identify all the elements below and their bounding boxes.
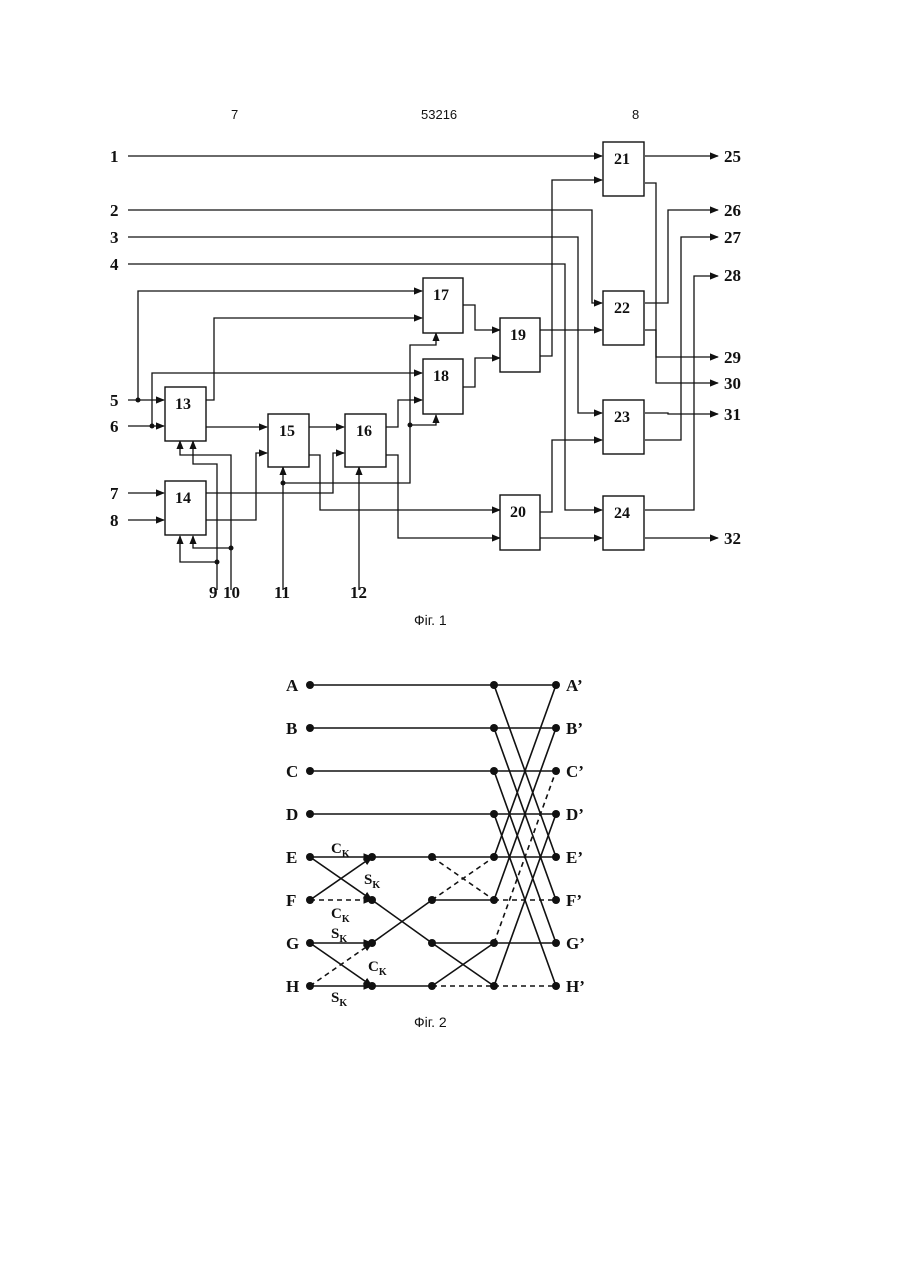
fig1-output-labels: 25 26 27 28 29 30 31 32 bbox=[724, 147, 742, 548]
output-32: 32 bbox=[724, 529, 741, 548]
figure-2: A B C D E F G H A’ B’ C’ D’ E’ F’ G’ H’ … bbox=[286, 676, 585, 1030]
right-page-number: 8 bbox=[632, 107, 639, 122]
output-30: 30 bbox=[724, 374, 741, 393]
input-6: 6 bbox=[110, 417, 119, 436]
ck-label-3: CK bbox=[368, 959, 387, 978]
block-label-19: 19 bbox=[510, 327, 526, 344]
output-27: 27 bbox=[724, 228, 742, 247]
node-input-B: B bbox=[286, 719, 297, 738]
node-output-E: E’ bbox=[566, 848, 583, 867]
sk-label-3: SK bbox=[331, 990, 347, 1009]
block-label-14: 14 bbox=[175, 490, 191, 507]
input-10: 10 bbox=[223, 583, 240, 602]
fig1-input-labels: 1 2 3 4 5 6 7 8 9 10 11 12 bbox=[110, 147, 367, 602]
input-8: 8 bbox=[110, 511, 119, 530]
block-16 bbox=[345, 414, 386, 467]
node-input-D: D bbox=[286, 805, 298, 824]
input-2: 2 bbox=[110, 201, 119, 220]
block-label-13: 13 bbox=[175, 396, 191, 413]
input-3: 3 bbox=[110, 228, 119, 247]
block-label-18: 18 bbox=[433, 368, 449, 385]
input-11: 11 bbox=[274, 583, 290, 602]
input-4: 4 bbox=[110, 255, 119, 274]
block-label-24: 24 bbox=[614, 505, 630, 522]
left-page-number: 7 bbox=[231, 107, 238, 122]
block-label-16: 16 bbox=[356, 423, 372, 440]
node-input-H: H bbox=[286, 977, 299, 996]
output-25: 25 bbox=[724, 147, 741, 166]
output-26: 26 bbox=[724, 201, 741, 220]
node-input-G: G bbox=[286, 934, 299, 953]
sk-label-2: SK bbox=[331, 926, 347, 945]
figure-1: 13 14 15 16 17 18 19 20 21 22 23 24 1 2 … bbox=[110, 142, 742, 628]
node-input-A: A bbox=[286, 676, 299, 695]
input-9: 9 bbox=[209, 583, 218, 602]
node-input-C: C bbox=[286, 762, 298, 781]
node-output-G: G’ bbox=[566, 934, 585, 953]
block-label-22: 22 bbox=[614, 300, 630, 317]
node-output-F: F’ bbox=[566, 891, 582, 910]
node-output-B: B’ bbox=[566, 719, 583, 738]
fig1-blocks: 13 14 15 16 17 18 19 20 21 22 23 24 bbox=[165, 142, 644, 550]
document-number: 53216 bbox=[421, 107, 457, 122]
block-label-21: 21 bbox=[614, 151, 630, 168]
input-1: 1 bbox=[110, 147, 119, 166]
input-5: 5 bbox=[110, 391, 119, 410]
node-output-H: H’ bbox=[566, 977, 585, 996]
ck-label-2: CK bbox=[331, 906, 350, 925]
fig2-caption: Фіг. 2 bbox=[414, 1014, 447, 1030]
fig1-caption: Фіг. 1 bbox=[414, 612, 447, 628]
block-label-20: 20 bbox=[510, 504, 526, 521]
node-input-E: E bbox=[286, 848, 297, 867]
sk-label-1: SK bbox=[364, 872, 380, 891]
node-output-C: C’ bbox=[566, 762, 584, 781]
input-7: 7 bbox=[110, 484, 119, 503]
block-label-23: 23 bbox=[614, 409, 630, 426]
output-29: 29 bbox=[724, 348, 741, 367]
input-12: 12 bbox=[350, 583, 367, 602]
block-15 bbox=[268, 414, 309, 467]
node-output-D: D’ bbox=[566, 805, 584, 824]
block-label-17: 17 bbox=[433, 287, 449, 304]
output-31: 31 bbox=[724, 405, 741, 424]
node-input-F: F bbox=[286, 891, 296, 910]
node-output-A: A’ bbox=[566, 676, 583, 695]
block-label-15: 15 bbox=[279, 423, 295, 440]
output-28: 28 bbox=[724, 266, 741, 285]
